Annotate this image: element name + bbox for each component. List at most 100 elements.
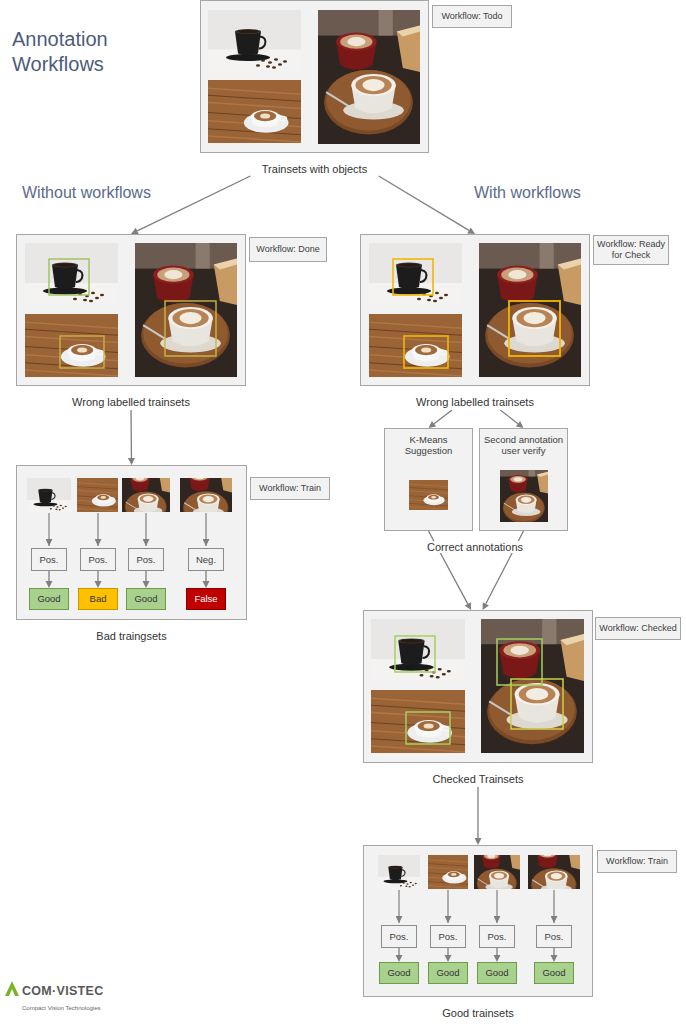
panel-caption: Trainsets with objects bbox=[200, 159, 429, 177]
panel-caption: Checked Trainsets bbox=[363, 769, 593, 787]
trainset-panel: Bad traingsetsPos.Pos.Pos.Neg.GoodBadGoo… bbox=[16, 465, 247, 643]
trainset-panel: Wrong labelled trainsets bbox=[16, 234, 246, 410]
panel-caption: Wrong labelled trainsets bbox=[16, 392, 246, 410]
section-heading-wrap: With workflows bbox=[474, 184, 581, 202]
box-text: Good bbox=[485, 967, 508, 978]
connector-line bbox=[97, 571, 98, 581]
trainset-panel: Checked Trainsets bbox=[363, 610, 593, 787]
label-box: Pos. bbox=[536, 925, 572, 948]
caption-text: Checked Trainsets bbox=[432, 773, 523, 785]
section-heading: With workflows bbox=[474, 184, 581, 201]
diagram-title-wrap: Annotation Workflows bbox=[12, 27, 132, 77]
arrow-head bbox=[516, 421, 524, 428]
box-text: Workflow: Train bbox=[259, 483, 321, 494]
box-text: Pos. bbox=[544, 931, 563, 942]
workflow-tag: Workflow: Todo bbox=[432, 5, 512, 28]
workflow-tag: Workflow: Done bbox=[249, 237, 327, 262]
box-text: Workflow: Ready for Check bbox=[597, 239, 665, 261]
panel-frame bbox=[363, 610, 593, 763]
box-text: Pos. bbox=[88, 554, 107, 565]
arrow-head bbox=[203, 581, 210, 588]
group-caption: Correct annotations bbox=[425, 541, 525, 553]
connector bbox=[500, 410, 523, 428]
connector bbox=[494, 948, 501, 962]
connector-line bbox=[205, 571, 206, 581]
logo-name-wrap: COM·VISTEC bbox=[22, 981, 103, 999]
caption-text: Wrong labelled trainsets bbox=[72, 396, 190, 408]
box-text: Good bbox=[37, 593, 60, 604]
box-text: Pos. bbox=[487, 931, 506, 942]
box-text: Good bbox=[387, 967, 410, 978]
connector-line bbox=[447, 948, 448, 955]
section-heading-wrap: Without workflows bbox=[22, 184, 151, 202]
workflow-tag: Workflow: Ready for Check bbox=[593, 235, 669, 265]
connector-line bbox=[434, 410, 452, 424]
suggestion-box: Second annotation user verify bbox=[479, 428, 568, 531]
box-text: Workflow: Done bbox=[256, 244, 319, 255]
arrow-head bbox=[475, 838, 482, 845]
connector-line bbox=[379, 176, 469, 230]
logo-tagline: Compact Vision Technologies bbox=[22, 1005, 101, 1011]
box-text: Pos. bbox=[39, 554, 58, 565]
panel-frame bbox=[200, 0, 429, 153]
connector-line bbox=[553, 948, 554, 955]
caption-text: Good trainsets bbox=[442, 1007, 514, 1019]
box-text: Workflow: Todo bbox=[441, 11, 502, 22]
connector bbox=[475, 787, 482, 845]
box-text: Good bbox=[134, 593, 157, 604]
box-text: Workflow: Checked bbox=[599, 623, 676, 634]
caption-text: Trainsets with objects bbox=[262, 163, 367, 175]
label-box: Neg. bbox=[188, 548, 224, 571]
arrow-head bbox=[95, 581, 102, 588]
result-box: Good bbox=[29, 588, 69, 610]
result-box: Good bbox=[534, 962, 574, 984]
panel-frame bbox=[360, 234, 590, 386]
connector bbox=[396, 948, 403, 962]
label-box: Pos. bbox=[430, 925, 466, 948]
box-text: False bbox=[194, 593, 217, 604]
arrow-head bbox=[46, 581, 53, 588]
caption-text: Wrong labelled trainsets bbox=[416, 396, 534, 408]
box-text: Good bbox=[436, 967, 459, 978]
connector-line bbox=[130, 410, 132, 458]
diagram-title: Annotation Workflows bbox=[12, 27, 132, 77]
workflow-tag: Workflow: Train bbox=[597, 850, 677, 873]
connector bbox=[143, 571, 150, 588]
box-text: Good bbox=[542, 967, 565, 978]
panel-caption: Bad traingsets bbox=[16, 626, 247, 644]
box-text: Neg. bbox=[196, 554, 216, 565]
box-text: Pos. bbox=[389, 931, 408, 942]
box-text: Pos. bbox=[438, 931, 457, 942]
label-box: Pos. bbox=[31, 548, 67, 571]
label-box: Pos. bbox=[381, 925, 417, 948]
logo-name: COM·VISTEC bbox=[22, 984, 103, 998]
group-caption-wrap: Correct annotations bbox=[405, 537, 545, 555]
arrow-head bbox=[465, 602, 471, 610]
suggestion-box: K-Means Suggestion bbox=[384, 428, 473, 531]
label-box: Pos. bbox=[80, 548, 116, 571]
trainset-panel: Wrong labelled trainsets bbox=[360, 234, 590, 410]
connector bbox=[46, 571, 53, 588]
connector-line bbox=[496, 948, 497, 955]
logo-tagline-wrap: Compact Vision Technologies bbox=[22, 996, 101, 1014]
connector-line bbox=[398, 948, 399, 955]
connector bbox=[551, 948, 558, 962]
connector-line bbox=[477, 787, 478, 838]
arrow-head bbox=[128, 458, 135, 465]
trainset-panel: Good trainsets Pos. Pos. Pos. Pos. Good Good Go… bbox=[363, 845, 593, 1022]
workflow-tag: Workflow: Train bbox=[250, 477, 330, 500]
connector bbox=[128, 410, 135, 465]
caption-text: Bad traingsets bbox=[96, 630, 166, 642]
section-heading: Without workflows bbox=[22, 184, 151, 201]
connector-line bbox=[137, 176, 250, 231]
box-text: Workflow: Train bbox=[606, 856, 668, 867]
arrow-head bbox=[494, 955, 501, 962]
arrow-head bbox=[551, 955, 558, 962]
connector bbox=[429, 410, 453, 428]
box-text: Pos. bbox=[136, 554, 155, 565]
connector bbox=[95, 571, 102, 588]
